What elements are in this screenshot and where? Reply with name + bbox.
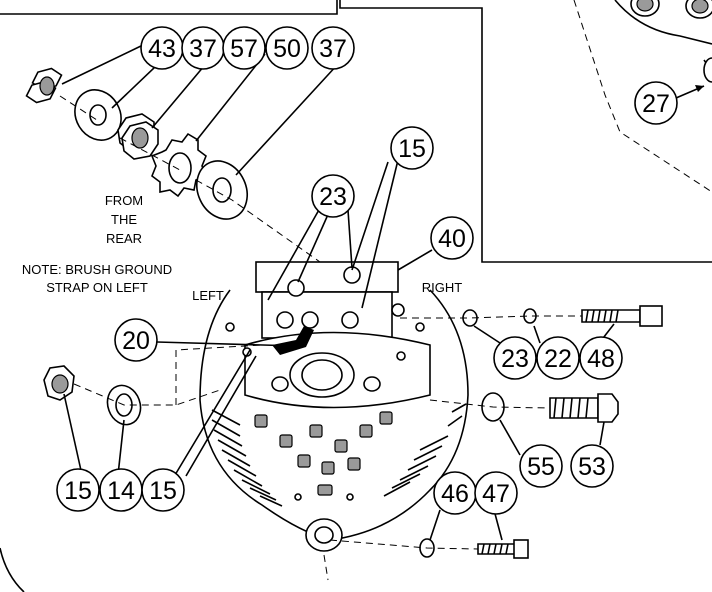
callout-23-right: 23 [493,336,537,380]
callout-55: 55 [519,444,563,488]
left-label: LEFT [192,288,224,303]
svg-text:53: 53 [578,453,606,481]
svg-text:22: 22 [544,345,572,373]
callout-47: 47 [474,471,518,515]
from-the-rear-line1: FROM [105,193,143,208]
rectifier-holes [254,411,393,496]
callout-14: 14 [99,468,143,512]
svg-text:40: 40 [438,225,466,253]
svg-text:15: 15 [149,477,177,505]
callout-37b: 37 [311,26,355,70]
callout-27: 27 [634,81,678,125]
callout-57: 57 [222,26,266,70]
callout-15-bottom-mid: 15 [141,468,185,512]
svg-text:55: 55 [527,453,555,481]
callout-50: 50 [265,26,309,70]
svg-text:14: 14 [107,477,135,505]
hardware-stack [25,67,321,263]
note-line1: NOTE: BRUSH GROUND [22,262,172,277]
callout-bubbles: 43 37 57 50 37 27 15 23 40 20 23 22 48 1… [56,26,678,515]
right-label: RIGHT [422,280,463,295]
callout-40: 40 [430,216,474,260]
svg-text:57: 57 [230,35,258,63]
note-line2: STRAP ON LEFT [46,280,148,295]
from-the-rear-line2: THE [111,212,137,227]
callout-23-top: 23 [311,174,355,218]
from-the-rear-line3: REAR [106,231,142,246]
callout-43: 43 [140,26,184,70]
callout-15-top: 15 [390,126,434,170]
callout-37: 37 [181,26,225,70]
callout-22: 22 [536,336,580,380]
callout-53: 53 [570,444,614,488]
svg-text:47: 47 [482,480,510,508]
svg-text:48: 48 [587,345,615,373]
svg-text:50: 50 [273,35,301,63]
assembly-lines [73,315,582,581]
svg-text:15: 15 [398,135,426,163]
svg-text:15: 15 [64,477,92,505]
alternator-housing [199,261,469,552]
svg-text:43: 43 [148,35,176,63]
svg-text:23: 23 [501,345,529,373]
inset-view [573,0,712,193]
callout-20: 20 [114,318,158,362]
callout-15-bottom-left: 15 [56,468,100,512]
svg-text:37: 37 [319,35,347,63]
svg-text:27: 27 [642,90,670,118]
svg-text:46: 46 [441,480,469,508]
svg-text:37: 37 [189,35,217,63]
svg-text:20: 20 [122,327,150,355]
callout-48: 48 [579,336,623,380]
callout-46: 46 [433,471,477,515]
leader-lines [61,44,615,541]
svg-text:23: 23 [319,183,347,211]
text-labels: FROM THE REAR NOTE: BRUSH GROUND STRAP O… [22,193,462,303]
